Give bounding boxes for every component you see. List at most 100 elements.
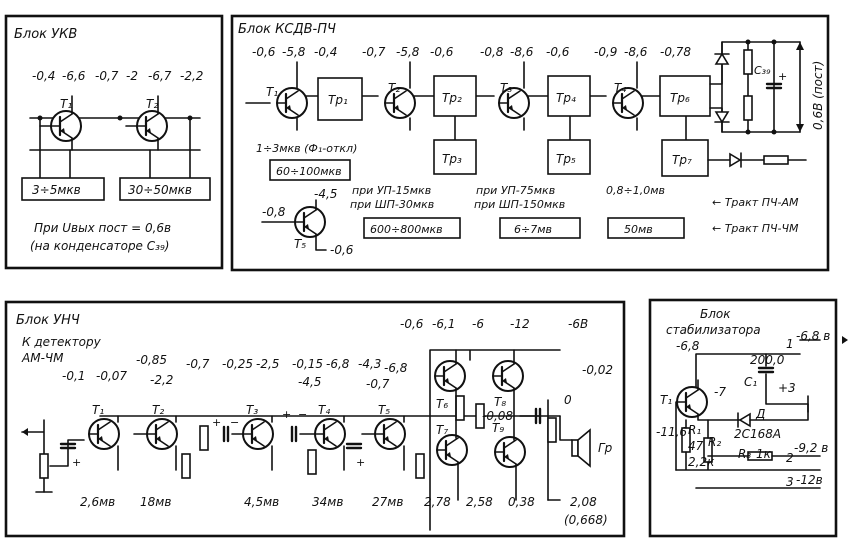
tr3-label: Тр₃ bbox=[442, 152, 462, 166]
unch-t5-label: T₅ bbox=[378, 403, 390, 417]
tr5-label: Тр₅ bbox=[556, 152, 576, 166]
tr4-label: Тр₄ bbox=[556, 91, 576, 105]
stab-r3-val: 1к bbox=[756, 447, 772, 461]
ksdv-transistor-t5: T₅ -4,5 -0,8 -0,6 bbox=[261, 187, 354, 257]
tr2-label: Тр₂ bbox=[442, 91, 462, 105]
unch-mv-5: 0 bbox=[564, 393, 572, 407]
tr7-label: Тр₇ bbox=[672, 153, 692, 167]
box3-label: 6÷7мв bbox=[514, 223, 552, 236]
tract-fm: ← Тракт ПЧ-ЧМ bbox=[712, 222, 799, 235]
ukv-level-1: 3÷5мкв bbox=[32, 183, 81, 197]
unch-t7-label: T₇ bbox=[436, 423, 448, 437]
unch-t1: T₁ bbox=[87, 403, 121, 451]
tract-am: ← Тракт ПЧ-АМ bbox=[712, 196, 799, 209]
stab-plus3: +3 bbox=[778, 381, 796, 395]
unch-level-0: 2,6мв bbox=[80, 495, 115, 509]
unch-v-0: -0,1 bbox=[62, 369, 85, 383]
speaker-label: Гр bbox=[598, 441, 613, 455]
t1-level-box bbox=[269, 159, 351, 181]
ksdv-t5-ve: -0,6 bbox=[330, 243, 354, 257]
unch-v-14: -6В bbox=[568, 317, 588, 331]
unch-t3: T₃ bbox=[241, 403, 275, 451]
unch-mv-4: -0,02 bbox=[582, 363, 613, 377]
ukv-t1-v0: -0,4 bbox=[32, 69, 55, 83]
ukv-level-box-1 bbox=[21, 177, 105, 201]
ukv-title: Блок УКВ bbox=[14, 27, 77, 42]
ksdv-t2-label: T₂ bbox=[388, 81, 400, 95]
unch-level-8: 2,08 bbox=[570, 495, 597, 509]
t3-note-2: при ШП-150мкв bbox=[474, 198, 565, 211]
tr6-box bbox=[659, 75, 711, 117]
ukv-t2-v2: -2,2 bbox=[180, 69, 203, 83]
unch-level-5: 2,78 bbox=[424, 495, 451, 509]
c39-label: C₃₉ bbox=[754, 64, 771, 77]
stab-r2-val: 2,2к bbox=[688, 455, 715, 469]
unch-t9: T₉ bbox=[492, 421, 527, 469]
ksdv-transistor-t3: T₃ bbox=[497, 81, 531, 120]
stab-out3-v: -12в bbox=[796, 473, 823, 487]
ksdv-t3-v2: -0,6 bbox=[546, 45, 570, 59]
ukv-transistor-t2: T₂ -2 -6,7 -2,2 bbox=[125, 69, 203, 151]
svg-text:+: + bbox=[356, 456, 365, 469]
ukv-note-2: (на конденсаторе C₃₉) bbox=[30, 239, 169, 253]
unch-v-5: -2,5 bbox=[256, 357, 279, 371]
unch-v-2: -0,85 bbox=[136, 353, 167, 367]
unch-v-1: -0,07 bbox=[96, 369, 127, 383]
svg-text:+: + bbox=[212, 416, 221, 429]
t2-note-1: при УП-15мкв bbox=[352, 184, 431, 197]
unch-t5: T₅ bbox=[373, 403, 407, 451]
stab-v-left: -11,6 bbox=[656, 425, 687, 439]
unch-mv-3: -0,08 bbox=[482, 409, 513, 423]
stab-v-mid: -7 bbox=[714, 385, 726, 399]
unch-t9-label: T₉ bbox=[492, 421, 504, 435]
box4 bbox=[607, 217, 685, 239]
ksdv-t4-v1: -8,6 bbox=[624, 45, 648, 59]
tr7-box bbox=[661, 139, 709, 177]
unch-t1-label: T₁ bbox=[92, 403, 104, 417]
stab-t1: T₁ bbox=[660, 393, 672, 407]
ukv-transistor-t1: T₁ -0,4 -6,6 -0,7 bbox=[32, 69, 119, 151]
ksdv-title: Блок КСДВ-ПЧ bbox=[238, 22, 336, 37]
t1-level: 60÷100мкв bbox=[276, 165, 342, 178]
unch-t4: T₄ bbox=[313, 403, 347, 451]
stab-out3-num: 3 bbox=[786, 475, 794, 489]
ksdv-t5-label: T₅ bbox=[294, 237, 306, 251]
unch-t8: T₈ bbox=[491, 359, 525, 409]
svg-text:+: + bbox=[778, 70, 787, 83]
ukv-t1-label: T₁ bbox=[60, 97, 72, 111]
unch-t2-label: T₂ bbox=[152, 403, 164, 417]
unch-t2: T₂ bbox=[145, 403, 179, 451]
stab-diode-type: 2С168А bbox=[734, 427, 781, 441]
ksdv-t1-label: T₁ bbox=[266, 85, 278, 99]
stab-v-top: -6,8 bbox=[676, 339, 700, 353]
unch-v-9: -6,8 bbox=[384, 361, 408, 375]
unch-level-7: 0,38 bbox=[508, 495, 535, 509]
ksdv-t1-v2: -0,4 bbox=[314, 45, 337, 59]
ksdv-t3-v1: -8,6 bbox=[510, 45, 534, 59]
unch-detector-2: АМ-ЧМ bbox=[21, 351, 64, 365]
unch-level-3: 34мв bbox=[312, 495, 343, 509]
unch-t8-label: T₈ bbox=[494, 395, 506, 409]
dc-voltage-label: 0,6В (пост) bbox=[811, 61, 825, 130]
stab-diode: Д bbox=[755, 407, 765, 421]
ksdv-t3-v0: -0,8 bbox=[480, 45, 504, 59]
unch-v-10: -0,6 bbox=[400, 317, 424, 331]
stab-out1-num: 1 bbox=[786, 337, 794, 351]
ukv-t1-v1: -6,6 bbox=[62, 69, 86, 83]
ksdv-transistor-t2: T₂ bbox=[383, 81, 417, 120]
stab-out2-num: 2 bbox=[786, 451, 794, 465]
ukv-note-1: При Uвых пост = 0,6в bbox=[34, 221, 171, 235]
svg-text:−: − bbox=[230, 416, 239, 429]
unch-title: Блок УНЧ bbox=[16, 313, 80, 328]
stab-out1-v: -6,8 в bbox=[796, 329, 830, 343]
ksdv-t4-label: T₄ bbox=[614, 81, 626, 95]
ksdv-t5-vc: -4,5 bbox=[314, 187, 337, 201]
unch-level-1: 18мв bbox=[140, 495, 171, 509]
ksdv-t5-vb: -0,8 bbox=[262, 205, 286, 219]
box3 bbox=[499, 217, 581, 239]
ksdv-t1-v1: -5,8 bbox=[282, 45, 306, 59]
unch-t6-label: T₆ bbox=[436, 397, 448, 411]
stab-c1-name: C₁ bbox=[744, 375, 757, 389]
unch-v-6: -0,15 bbox=[292, 357, 323, 371]
